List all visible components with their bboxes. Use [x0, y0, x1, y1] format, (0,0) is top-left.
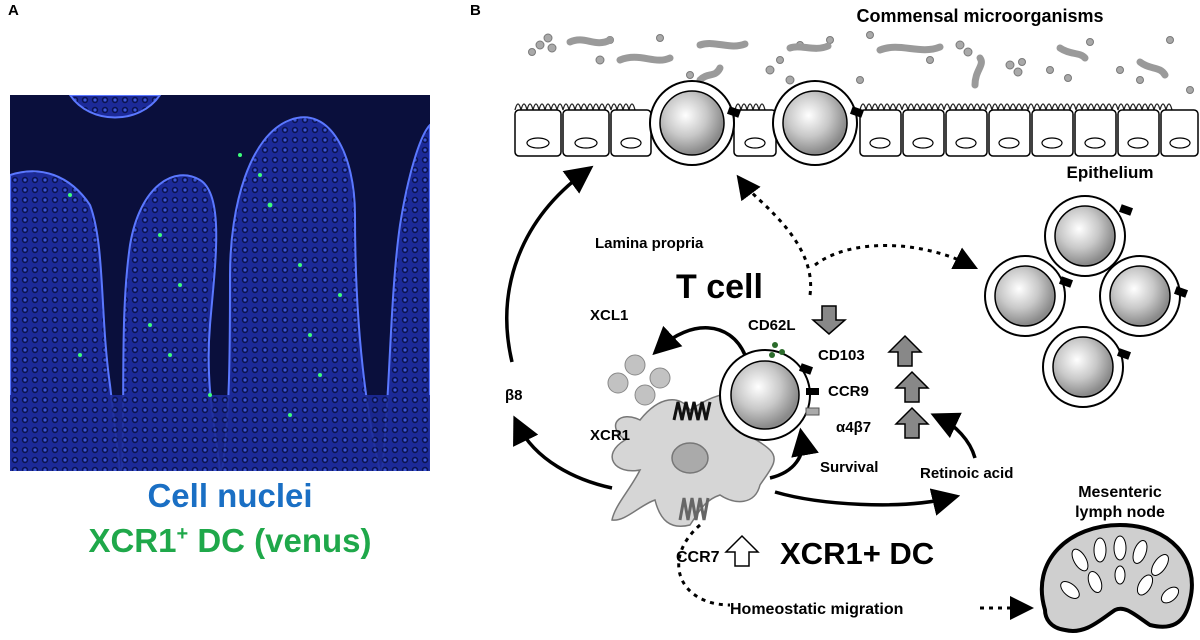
- retinoic-acid-arrow: [774, 488, 961, 516]
- lymph-node: [1039, 522, 1194, 633]
- rod-bacteria: [566, 36, 1169, 89]
- xcr1-dc-label: XCR1+ DC: [780, 536, 934, 571]
- ccr7-receptor: [678, 497, 710, 521]
- retinoic-acid-t-cell-arrow: [930, 412, 977, 459]
- beta8-epithelium-arrow: [505, 165, 594, 363]
- legend-xcr1-sup: +: [176, 523, 189, 545]
- legend-xcr1-suffix: DC (venus): [188, 522, 372, 559]
- ccr7-label: CCR7: [676, 549, 720, 566]
- dc-nucleus: [671, 442, 709, 474]
- homeostatic-migration-label: Homeostatic migration: [730, 601, 903, 618]
- epithelium-label: Epithelium: [1067, 163, 1154, 182]
- villus: [220, 116, 382, 471]
- t-cell-label: T cell: [676, 268, 763, 306]
- ccr9-label: CCR9: [828, 383, 869, 400]
- xcl1-droplets: [607, 354, 671, 406]
- t-cell-cluster: [984, 195, 1189, 408]
- retinoic-acid-label: Retinoic acid: [920, 465, 1013, 482]
- commensal-label: Commensal microorganisms: [856, 6, 1103, 26]
- intraepithelial-t-cell: [649, 80, 742, 166]
- dc-beta8-arrow: [513, 415, 613, 490]
- xcr1-label: XCR1: [590, 427, 630, 444]
- intraepithelial-t-cell: [772, 80, 865, 166]
- micrograph-image: [10, 95, 430, 471]
- villus-top: [68, 95, 162, 119]
- upregulation-arrows: [887, 334, 930, 439]
- panel-a-label: A: [8, 2, 19, 19]
- a4b7-label: α4β7: [836, 419, 871, 436]
- cd103-ligand-icon: [769, 342, 785, 358]
- panel-b-label: B: [470, 2, 481, 19]
- xcr1-cells: [68, 153, 342, 417]
- cd62l-label: CD62L: [748, 317, 796, 334]
- mesenteric-label-1: Mesenteric: [1078, 484, 1162, 501]
- legend-xcr1-prefix: XCR1: [88, 522, 177, 559]
- lamina-propria-label: Lamina propria: [595, 235, 704, 252]
- survival-label: Survival: [820, 459, 878, 476]
- beta8-label: β8: [505, 387, 523, 404]
- ccr7-up-arrow: [724, 534, 760, 567]
- survival-arrow: [769, 427, 819, 480]
- microorganisms: [528, 31, 1194, 94]
- legend-xcr1-dc: XCR1+ DC (venus): [0, 522, 460, 560]
- xcl1-arrow: [652, 325, 747, 356]
- interacting-t-cell: [719, 349, 820, 441]
- epithelial-nuclei: [526, 137, 1191, 149]
- xcr1-receptor: [672, 401, 712, 421]
- crypt-base: [10, 395, 430, 471]
- dotted-migration-arrows: [677, 174, 1034, 620]
- immune-diagram: Commensal microorganisms: [505, 6, 1199, 633]
- cd103-label: CD103: [818, 347, 865, 364]
- xcl1-label: XCL1: [590, 307, 628, 324]
- cd62l-down-arrow: [811, 305, 847, 335]
- legend-cell-nuclei: Cell nuclei: [147, 477, 313, 514]
- mesenteric-label-2: lymph node: [1075, 504, 1165, 521]
